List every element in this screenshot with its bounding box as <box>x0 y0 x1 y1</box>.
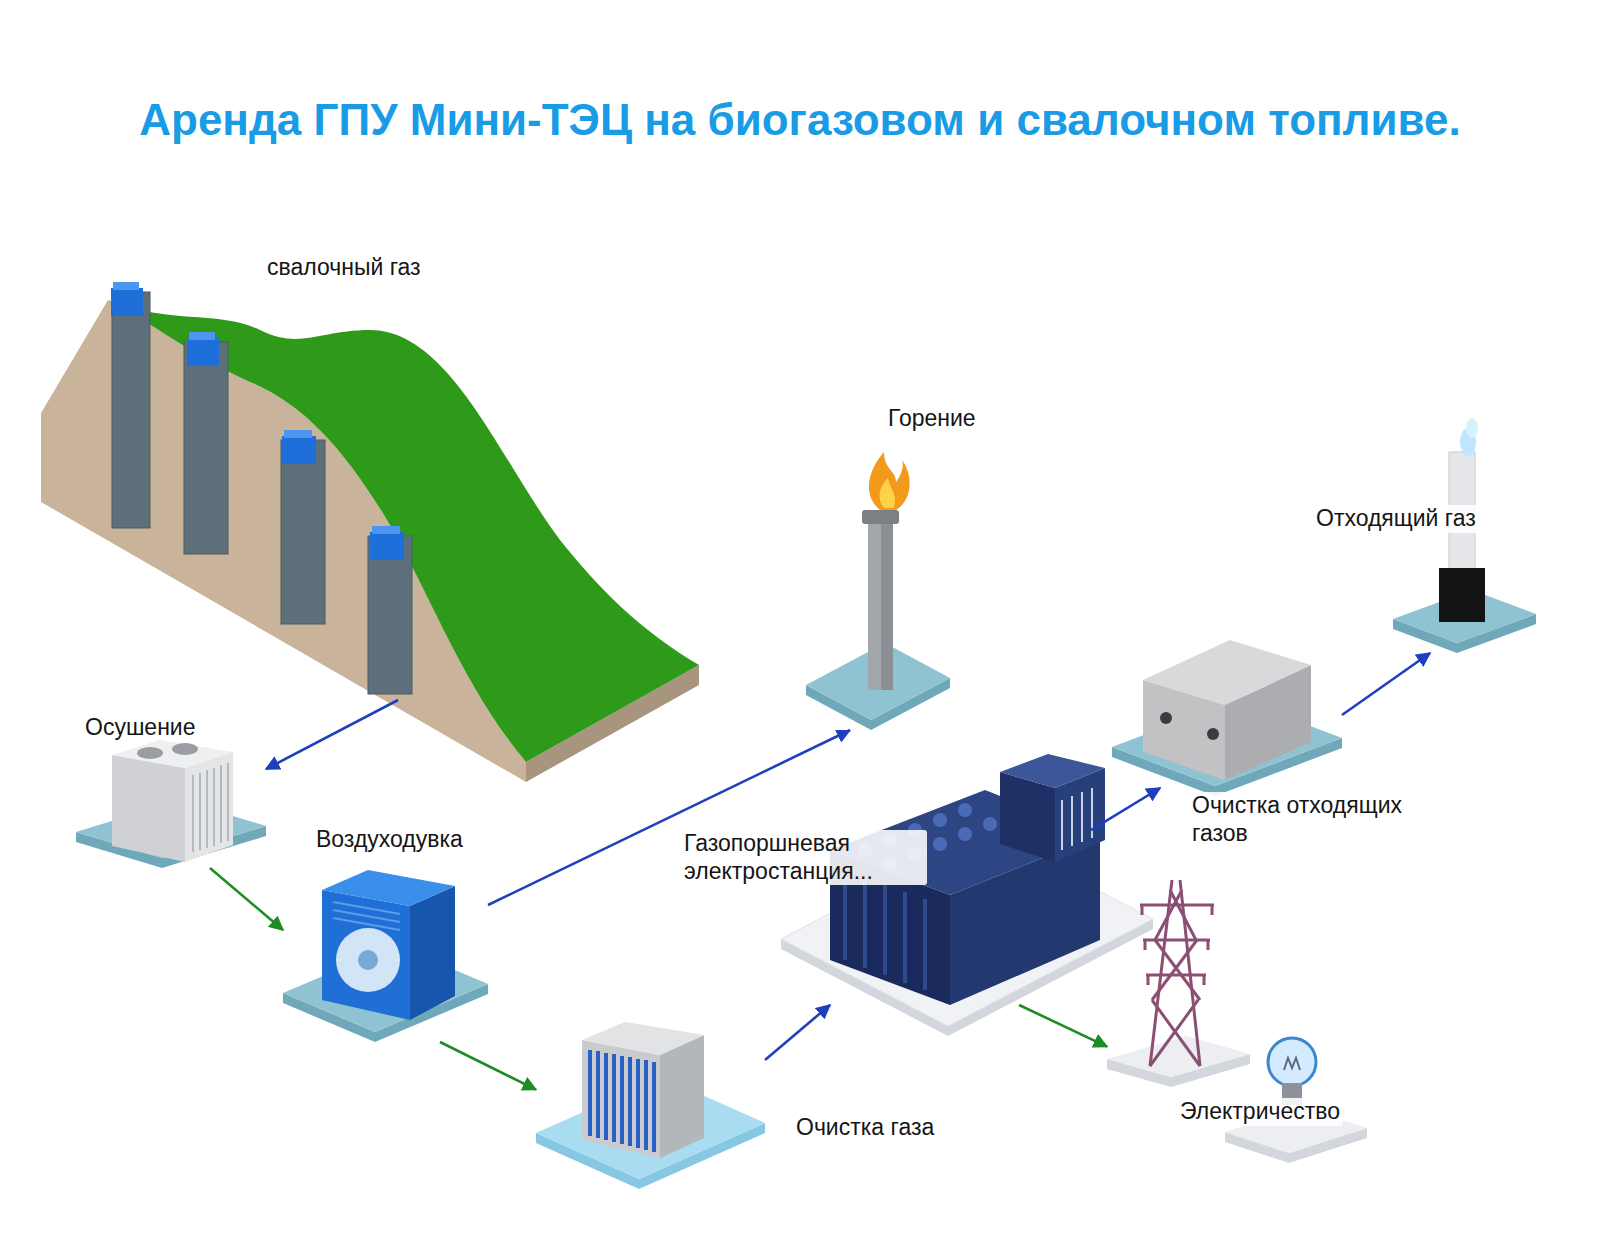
dryer-front <box>112 755 185 862</box>
generator-grille <box>1062 788 1092 850</box>
dryer-fan <box>172 743 198 755</box>
dryer-figure <box>112 740 233 862</box>
gas-well <box>281 440 325 624</box>
flow-arrow <box>440 1042 536 1090</box>
well-cap <box>372 526 400 534</box>
cylinder <box>983 817 997 831</box>
node-label: Очистка газа <box>796 1114 934 1142</box>
blower-grille <box>333 902 400 930</box>
flame <box>869 452 910 510</box>
gas-well <box>184 342 228 554</box>
blower-side <box>410 886 455 1020</box>
flare-pole-shade <box>881 520 893 690</box>
gas-well <box>112 292 150 528</box>
node-label: Газопоршневая электростанция... <box>681 830 927 885</box>
blower-node: Воздуходувка <box>283 862 488 1042</box>
dryer-node: Осушение <box>76 740 266 868</box>
well-cap <box>111 288 143 316</box>
dryer-side <box>185 752 233 862</box>
power-output-node: Электричество <box>1107 872 1367 1163</box>
blower-front <box>322 890 410 1020</box>
blower-top <box>322 870 455 906</box>
title-bar: Аренда ГПУ Мини-ТЭЦ на биогазовом и свал… <box>0 0 1600 147</box>
flow-arrow <box>1091 788 1160 830</box>
dryer-fan <box>137 747 163 759</box>
landfill-node: свалочный газ <box>41 290 701 700</box>
cylinder <box>933 813 947 827</box>
bulb-glass <box>1268 1038 1316 1086</box>
chimney-base <box>1439 568 1485 622</box>
node-label: Осушение <box>85 714 195 742</box>
node-label: свалочный газ <box>267 254 421 282</box>
exhaust-cleaner-port <box>1160 712 1172 724</box>
platforms <box>76 590 1536 1189</box>
exhaust-stack-node: Отходящий газ <box>1393 434 1536 653</box>
landfill-green-top <box>108 300 699 762</box>
landfill-figure <box>41 282 699 782</box>
node-label: Отходящий газ <box>1313 505 1479 533</box>
dryer-grille <box>193 763 228 852</box>
gas-cleaner-figure <box>582 1022 704 1158</box>
flame-core <box>880 478 895 508</box>
flare-pole <box>868 520 893 690</box>
flow-arrow <box>1019 1005 1107 1047</box>
exhaust-cleaner-node: Очистка отходящих газов <box>1112 638 1342 788</box>
flow-arrow <box>210 868 283 930</box>
cleaner-top <box>582 1022 704 1055</box>
node-label: Воздуходувка <box>316 826 463 854</box>
dryer-top <box>112 740 233 768</box>
node-label: Горение <box>888 405 976 433</box>
exhaust-cleaner-figure <box>1143 640 1311 780</box>
cylinder <box>958 803 972 817</box>
cylinder <box>933 837 947 851</box>
tower-legs <box>1150 880 1200 1066</box>
diagram-title: Аренда ГПУ Мини-ТЭЦ на биогазовом и свал… <box>139 94 1461 147</box>
blower-figure <box>322 870 455 1020</box>
blower-hub <box>358 950 378 970</box>
well-cap <box>370 532 404 560</box>
cylinder <box>958 827 972 841</box>
well-cap <box>284 430 312 438</box>
flare-head <box>862 510 899 524</box>
flow-arrow <box>266 700 398 769</box>
well-cap <box>113 282 139 290</box>
smoke <box>1466 418 1478 438</box>
cleaner-stripes <box>590 1050 654 1152</box>
generator-top <box>1000 754 1105 788</box>
node-label: Очистка отходящих газов <box>1189 792 1419 847</box>
gas-cleaner-node: Очистка газа <box>536 1020 765 1190</box>
well-cap <box>282 436 316 464</box>
tower-bracing <box>1150 890 1200 1066</box>
engine-ribs <box>845 870 925 990</box>
cleaner-front <box>582 1040 660 1158</box>
gas-engine-node: Газопоршневая электростанция... <box>781 765 1091 1005</box>
power-tower-figure <box>1140 880 1214 1066</box>
cleaner-side <box>660 1035 704 1158</box>
flow-arrow <box>765 1005 830 1060</box>
flare-figure <box>862 452 910 690</box>
well-cap <box>189 332 215 340</box>
bulb-figure <box>1268 1038 1316 1105</box>
tower-insulators <box>1142 905 1212 985</box>
exhaust-cleaner-port <box>1207 728 1219 740</box>
bulb-filament <box>1284 1058 1300 1070</box>
well-cap <box>187 338 219 366</box>
platform <box>1107 1036 1250 1077</box>
blower-fan <box>336 928 400 992</box>
flare-node: Горение <box>806 450 950 730</box>
flow-arrow <box>1342 653 1430 715</box>
node-label: Электричество <box>1177 1098 1343 1126</box>
exhaust-cleaner-top <box>1143 640 1311 705</box>
